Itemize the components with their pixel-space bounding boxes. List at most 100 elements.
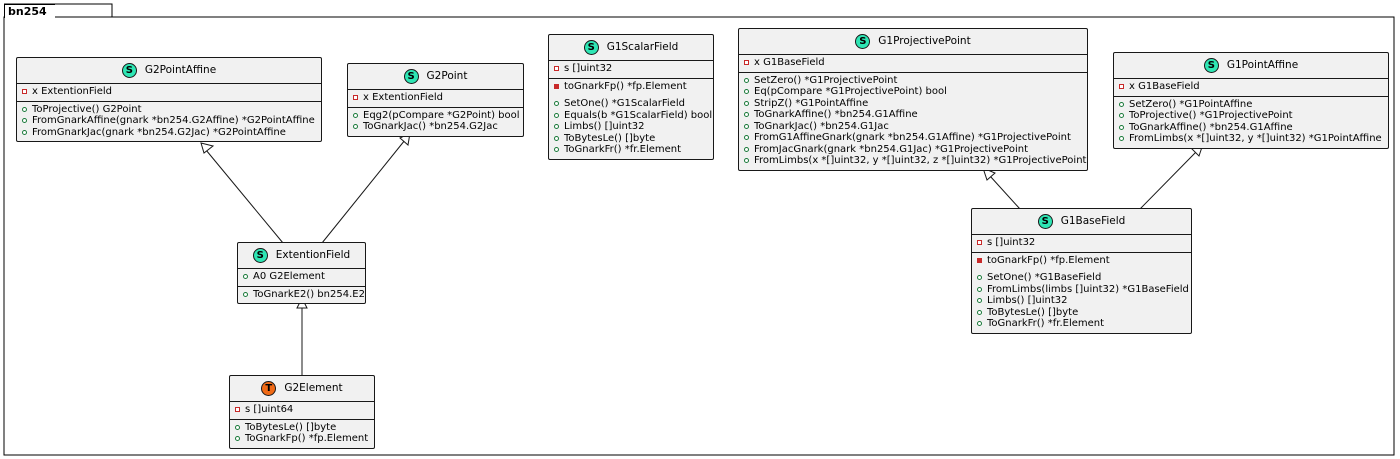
public-visibility-icon [977,309,982,315]
field-row: x G1BaseField [744,57,1082,69]
method-row: ToGnarkFr() *fr.Element [554,144,708,156]
class-name: G2Element [284,381,343,394]
method-row: ToBytesLe() []byte [977,307,1186,319]
struct-stereotype-icon: S [121,63,137,78]
public-visibility-icon [554,124,559,130]
package-label: bn254 [4,4,55,18]
method-row: FromG1AffineGnark(gnark *bn254.G1Affine)… [744,132,1082,144]
private-visibility-icon [744,60,749,66]
public-visibility-icon [554,101,559,107]
inheritance-edge [982,167,1021,210]
method-row: SetOne() *G1ScalarField [554,98,708,110]
fields-section: x ExtentionField [17,84,321,102]
private-visibility-icon [554,83,559,89]
inheritance-edge [200,142,284,244]
method-text: ToBytesLe() []byte [245,421,337,433]
method-text: ToGnarkAffine() *bn254.G1Affine [1129,121,1293,133]
method-text: Equals(b *G1ScalarField) bool [564,109,713,121]
class-name: G1BaseField [1060,214,1126,227]
method-text: Eq(pCompare *G1ProjectivePoint) bool [754,86,947,97]
field-text: x G1BaseField [1129,81,1200,92]
field-row: A0 G2Element [243,271,360,283]
method-row: SetZero() *G1PointAffine [1119,99,1383,111]
fields-section: A0 G2Element [238,269,365,287]
methods-section: ToGnarkE2() bn254.E2 [238,287,365,304]
inheritance-edge [296,296,308,376]
public-visibility-icon [1119,101,1124,107]
public-visibility-icon [744,123,749,129]
public-visibility-icon [744,77,749,83]
method-row: Limbs() []uint32 [554,121,708,133]
public-visibility-icon [22,118,27,124]
method-row: FromJacGnark(gnark *bn254.G1Jac) *G1Proj… [744,144,1082,156]
public-visibility-icon [744,89,749,95]
public-visibility-icon [1119,113,1124,119]
method-text: FromLimbs(x *[]uint32, y *[]uint32, z *[… [754,155,1087,166]
method-text: ToGnarkFp() *fp.Element [245,433,369,444]
method-text: ToProjective() *G1ProjectivePoint [1129,110,1293,121]
field-text: A0 G2Element [253,271,325,282]
public-visibility-icon [554,147,559,153]
method-text: Limbs() []uint32 [564,121,645,132]
public-visibility-icon [243,291,248,297]
class-name: G1ProjectivePoint [878,34,971,47]
inheritance-edge [1139,143,1204,210]
method-row: Limbs() []uint32 [977,295,1186,307]
public-visibility-icon [744,146,749,152]
method-row: FromLimbs(x *[]uint32, y *[]uint32, z *[… [744,155,1086,167]
field-row: s []uint64 [235,404,369,416]
method-row: ToProjective() G2Point [22,104,316,116]
public-visibility-icon [744,135,749,141]
method-row: FromGnarkJac(gnark *bn254.G2Jac) *G2Poin… [22,127,316,139]
method-text: ToGnarkE2() bn254.E2 [253,288,365,300]
method-row: toGnarkFp() *fp.Element [977,255,1186,267]
method-row: ToProjective() *G1ProjectivePoint [1119,110,1383,122]
private-visibility-icon [353,95,358,101]
method-text: SetOne() *G1ScalarField [564,98,685,109]
method-text: ToGnarkJac() *bn254.G1Jac [754,120,889,132]
fields-section: x ExtentionField [348,90,523,108]
struct-stereotype-icon: S [403,69,419,84]
public-visibility-icon [744,100,749,106]
struct-stereotype-icon: S [855,34,871,49]
method-text: Eqg2(pCompare *G2Point) bool [363,109,520,121]
field-row: s []uint32 [977,237,1186,249]
method-row: ToGnarkAffine() *bn254.G1Affine [744,109,1082,121]
method-row: ToGnarkJac() *bn254.G2Jac [353,121,518,133]
struct-stereotype-icon: S [252,248,268,263]
method-row: Equals(b *G1ScalarField) bool [554,110,712,122]
public-visibility-icon [353,112,358,118]
public-visibility-icon [554,112,559,118]
field-text: x ExtentionField [32,86,112,97]
inheritance-edge [321,132,411,244]
method-row: FromGnarkAffine(gnark *bn254.G2Affine) *… [22,115,316,127]
fields-section: x G1BaseField [1114,79,1388,97]
public-visibility-icon [1119,136,1124,142]
fields-section: s []uint32 [549,61,713,79]
field-text: x G1BaseField [754,57,825,68]
public-visibility-icon [977,286,982,292]
method-row: ToGnarkAffine() *bn254.G1Affine [1119,122,1383,134]
public-visibility-icon [243,274,248,280]
method-text: FromLimbs(x *[]uint32, y *[]uint32) *G1P… [1129,133,1382,144]
public-visibility-icon [977,321,982,327]
method-text: FromG1AffineGnark(gnark *bn254.G1Affine)… [754,132,1071,143]
public-visibility-icon [977,298,982,304]
public-visibility-icon [977,275,982,281]
